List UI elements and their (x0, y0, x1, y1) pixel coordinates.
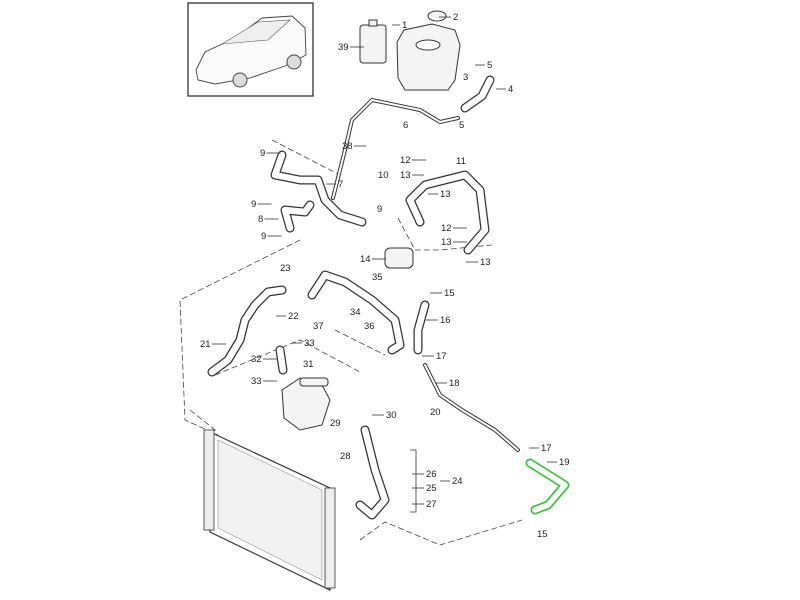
callout-4[interactable]: 4 (508, 84, 513, 95)
callout-19[interactable]: 19 (559, 457, 570, 468)
callout-38[interactable]: 38 (342, 141, 353, 152)
radiator (203, 429, 336, 591)
callout-9[interactable]: 9 (377, 204, 382, 215)
callout-9[interactable]: 9 (261, 231, 266, 242)
callout-13[interactable]: 13 (480, 257, 491, 268)
callout-35[interactable]: 35 (372, 272, 383, 283)
callout-6[interactable]: 6 (403, 120, 408, 131)
callout-34[interactable]: 34 (350, 307, 361, 318)
callout-20[interactable]: 20 (430, 407, 441, 418)
callout-28[interactable]: 28 (340, 451, 351, 462)
callout-39[interactable]: 39 (338, 42, 349, 53)
callout-27[interactable]: 27 (426, 499, 437, 510)
callout-33[interactable]: 33 (251, 376, 262, 387)
callout-14[interactable]: 14 (360, 254, 371, 265)
highlighted-hose-19[interactable] (525, 458, 570, 515)
callout-21[interactable]: 21 (200, 339, 211, 350)
callout-23[interactable]: 23 (280, 263, 291, 274)
callout-18[interactable]: 18 (449, 378, 460, 389)
callout-26[interactable]: 26 (426, 469, 437, 480)
callout-36[interactable]: 36 (364, 321, 375, 332)
callout-5[interactable]: 5 (487, 60, 492, 71)
callout-11[interactable]: 11 (456, 156, 466, 167)
callout-5[interactable]: 5 (459, 120, 464, 131)
callout-15[interactable]: 15 (444, 288, 455, 299)
callout-24[interactable]: 24 (452, 476, 463, 487)
coolant-bottle (359, 19, 387, 64)
callout-30[interactable]: 30 (386, 410, 397, 421)
callout-16[interactable]: 16 (440, 315, 451, 326)
expansion-tank (396, 10, 461, 91)
callout-2[interactable]: 2 (453, 12, 458, 23)
callout-9[interactable]: 9 (251, 199, 256, 210)
callout-13[interactable]: 13 (400, 170, 411, 181)
callout-37[interactable]: 37 (313, 321, 324, 332)
callout-22[interactable]: 22 (288, 311, 299, 322)
callout-29[interactable]: 29 (330, 418, 341, 429)
callout-13[interactable]: 13 (440, 189, 451, 200)
callout-31[interactable]: 31 (303, 359, 314, 370)
callout-1[interactable]: 1 (402, 20, 407, 31)
callout-7[interactable]: 7 (338, 179, 343, 190)
callout-3[interactable]: 3 (463, 72, 468, 83)
callout-13[interactable]: 13 (441, 237, 452, 248)
callout-9[interactable]: 9 (260, 148, 265, 159)
callout-15[interactable]: 15 (537, 529, 548, 540)
callout-12[interactable]: 12 (400, 155, 411, 166)
callout-12[interactable]: 12 (441, 223, 452, 234)
callout-17[interactable]: 17 (541, 443, 552, 454)
callout-33[interactable]: 33 (304, 338, 315, 349)
callout-10[interactable]: 10 (378, 170, 389, 181)
callout-25[interactable]: 25 (426, 483, 437, 494)
vehicle-thumbnail (187, 2, 314, 97)
callout-32[interactable]: 32 (251, 354, 262, 365)
callout-17[interactable]: 17 (436, 351, 447, 362)
callout-8[interactable]: 8 (258, 214, 263, 225)
auxiliary-water-pump (384, 247, 414, 269)
